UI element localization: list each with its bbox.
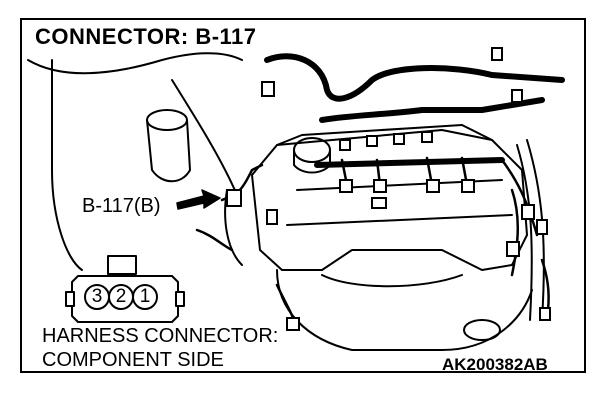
connector-left-clip: [266, 209, 278, 225]
wire-right-1: [500, 158, 539, 237]
connector-rail-2: [373, 179, 387, 193]
connector-right-1: [521, 204, 535, 220]
oil-pan-outline: [321, 274, 463, 288]
main-harness-top: [264, 53, 565, 102]
right-strut: [526, 139, 545, 321]
reservoir-top: [146, 109, 188, 131]
connector-pin-1: 1: [132, 284, 158, 310]
connector-right-3: [536, 219, 548, 235]
connector-pin-2: 2: [108, 284, 134, 310]
main-harness-mid: [319, 97, 545, 123]
engine-block-outline: [251, 129, 528, 271]
diagram-title: CONNECTOR: B-117: [32, 26, 260, 48]
engine-bay-illustration: [27, 47, 565, 351]
fender-outline: [27, 52, 243, 75]
reservoir-body: [146, 119, 191, 183]
connector-cover-2: [366, 135, 378, 147]
connector-b117: [226, 189, 242, 207]
connector-low-right: [539, 307, 551, 321]
connector-callout-label: B-117(B): [80, 195, 163, 217]
connector-mid-1: [371, 197, 387, 209]
connector-cover-1: [339, 139, 351, 151]
caption-line-2: COMPONENT SIDE: [40, 349, 226, 371]
connector-rail-4: [461, 179, 475, 193]
connector-face-tab-left: [65, 291, 75, 307]
wire-left-drop: [195, 228, 234, 252]
harness-rail: [314, 157, 505, 168]
connector-right-2: [506, 241, 520, 257]
drawing-code: AK200382AB: [440, 355, 550, 373]
connector-top-2: [261, 81, 275, 97]
connector-face-latch: [107, 255, 137, 275]
wire-right-2: [510, 188, 520, 277]
left-inner-contour: [171, 79, 238, 196]
connector-cover-4: [421, 131, 433, 143]
diagram-frame: 3 2 1 CONNECTOR: B-117 B-117(B) HARNESS …: [20, 18, 586, 373]
connector-rail-3: [426, 179, 440, 193]
valve-cover-lower: [286, 214, 513, 226]
wire-low-left: [275, 283, 296, 322]
connector-top-1: [491, 47, 503, 61]
caption-line-1: HARNESS CONNECTOR:: [40, 325, 281, 347]
connector-face-tab-right: [175, 291, 185, 307]
callout-arrow: [176, 189, 221, 210]
wire-low-right: [540, 258, 550, 312]
left-panel-edge: [51, 59, 83, 271]
connector-cover-3: [393, 133, 405, 145]
connector-pin-3: 3: [84, 284, 110, 310]
valve-cover-top: [276, 124, 493, 146]
right-strut-inner: [516, 144, 533, 321]
connector-top-3: [511, 89, 523, 103]
connector-low-left: [286, 317, 300, 331]
connector-rail-1: [339, 179, 353, 193]
lower-bracket: [463, 319, 501, 341]
